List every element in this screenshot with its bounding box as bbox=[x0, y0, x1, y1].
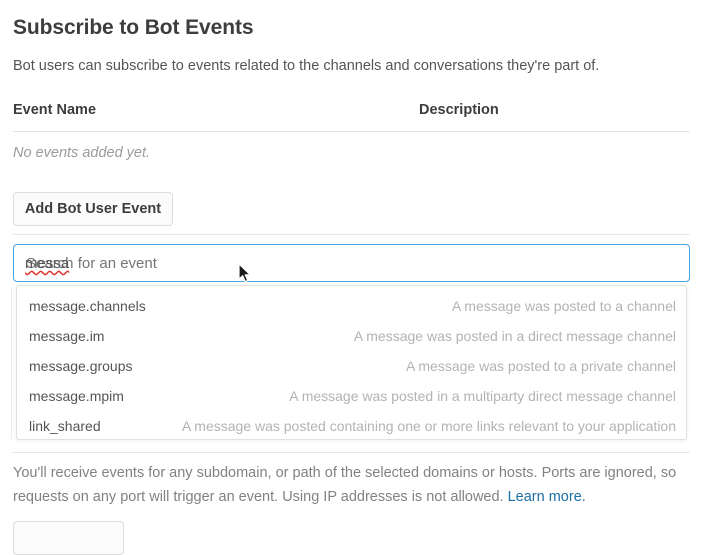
dropdown-option-message-im[interactable]: message.im A message was posted in a dir… bbox=[17, 321, 686, 351]
dropdown-option-name: message.im bbox=[29, 328, 105, 344]
dropdown-option-name: link_shared bbox=[29, 418, 101, 434]
column-header-description: Description bbox=[419, 102, 499, 118]
dropdown-option-message-channels[interactable]: message.channels A message was posted to… bbox=[17, 291, 686, 321]
panel-left-edge bbox=[11, 287, 12, 439]
events-table: Event Name Description bbox=[13, 102, 690, 132]
dropdown-option-description: A message was posted in a multiparty dir… bbox=[289, 388, 676, 404]
domains-help-text-body: You'll receive events for any subdomain,… bbox=[13, 465, 677, 505]
domains-help-text: You'll receive events for any subdomain,… bbox=[13, 461, 685, 509]
add-bot-user-event-button[interactable]: Add Bot User Event bbox=[13, 192, 173, 226]
dropdown-option-message-mpim[interactable]: message.mpim A message was posted in a m… bbox=[17, 381, 686, 411]
learn-more-link[interactable]: Learn more. bbox=[507, 489, 586, 505]
page-title: Subscribe to Bot Events bbox=[13, 16, 254, 39]
dropdown-option-description: A message was posted to a channel bbox=[451, 298, 676, 314]
bottom-partial-button[interactable] bbox=[13, 521, 124, 555]
dropdown-option-description: A message was posted containing one or m… bbox=[181, 418, 676, 434]
event-search-input[interactable] bbox=[13, 244, 690, 282]
events-table-header: Event Name Description bbox=[13, 102, 690, 132]
events-empty-message: No events added yet. bbox=[13, 145, 151, 161]
dropdown-option-description: A message was posted in a direct message… bbox=[353, 328, 676, 344]
dropdown-option-name: message.groups bbox=[29, 358, 133, 374]
dropdown-option-name: message.channels bbox=[29, 298, 146, 314]
subscribe-bot-events-panel: Subscribe to Bot Events Bot users can su… bbox=[11, 16, 690, 555]
divider-below-dropdown bbox=[13, 452, 690, 453]
dropdown-option-message-groups[interactable]: message.groups A message was posted to a… bbox=[17, 351, 686, 381]
divider-above-combobox bbox=[13, 234, 690, 235]
column-header-event-name: Event Name bbox=[13, 102, 97, 118]
dropdown-option-description: A message was posted to a private channe… bbox=[405, 358, 676, 374]
dropdown-option-name: message.mpim bbox=[29, 388, 124, 404]
dropdown-option-link-shared[interactable]: link_shared A message was posted contain… bbox=[17, 411, 686, 439]
event-suggestions-dropdown[interactable]: message.channels A message was posted to… bbox=[16, 285, 687, 440]
page-subtitle: Bot users can subscribe to events relate… bbox=[13, 58, 600, 74]
